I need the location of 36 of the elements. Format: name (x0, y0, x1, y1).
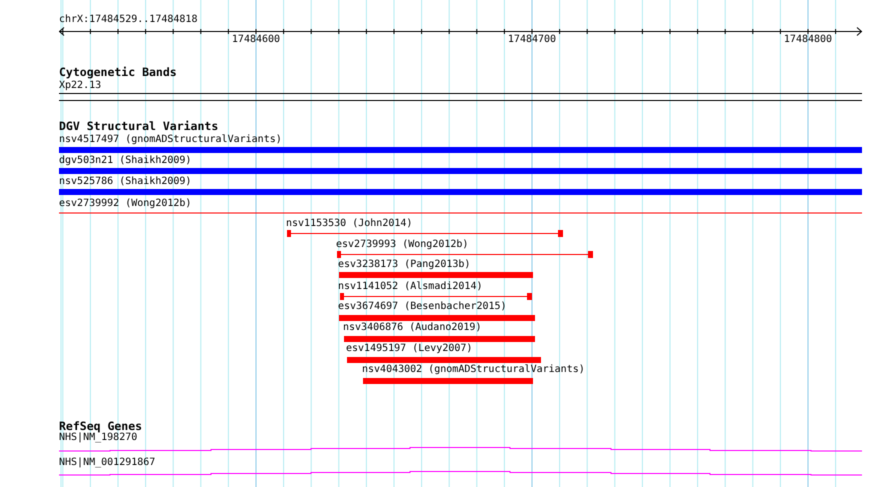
feature-label: nsv1153530 (John2014) (286, 218, 412, 230)
track-title: DGV Structural Variants (59, 120, 218, 132)
coordinate-range-label: chrX:17484529..17484818 (59, 14, 198, 26)
variant-feature (338, 281, 532, 300)
feature-label: dgv503n21 (Shaikh2009) (59, 155, 192, 167)
feature-label: Xp22.13 (59, 80, 102, 92)
feature-label: nsv3406876 (Audano2019) (343, 322, 482, 334)
feature-label: esv3674697 (Besenbacher2015) (338, 301, 507, 313)
variant-feature (343, 322, 535, 342)
axis-tick-label: 17484700 (508, 34, 556, 46)
variant-feature (338, 259, 533, 278)
feature-label: nsv4043002 (gnomADStructuralVariants) (362, 364, 585, 376)
cytoband-feature (59, 80, 862, 100)
axis-tick-label: 17484600 (232, 34, 280, 46)
track-title: RefSeq Genes (59, 420, 142, 432)
variant-feature (338, 301, 535, 320)
variant-feature (59, 198, 862, 214)
variant-feature (346, 343, 541, 362)
feature-label: esv1495197 (Levy2007) (346, 343, 472, 355)
feature-label: NHS|NM_001291867 (59, 457, 156, 469)
gene-feature (59, 432, 862, 452)
gene-feature (59, 457, 862, 476)
feature-label: nsv525786 (Shaikh2009) (59, 176, 192, 188)
feature-label: nsv4517497 (gnomADStructuralVariants) (59, 134, 282, 146)
axis-tick-label: 17484800 (784, 34, 832, 46)
variant-feature (59, 155, 862, 174)
feature-label: esv2739992 (Wong2012b) (59, 198, 192, 210)
variant-feature (362, 364, 585, 384)
feature-label: NHS|NM_198270 (59, 432, 138, 444)
feature-label: esv2739993 (Wong2012b) (336, 239, 468, 251)
feature-label: esv3238173 (Pang2013b) (338, 259, 470, 271)
variant-feature (59, 134, 862, 153)
variant-feature (59, 176, 862, 195)
variant-feature (336, 239, 593, 258)
feature-label: nsv1141052 (Alsmadi2014) (338, 281, 482, 293)
variant-feature (286, 218, 563, 237)
